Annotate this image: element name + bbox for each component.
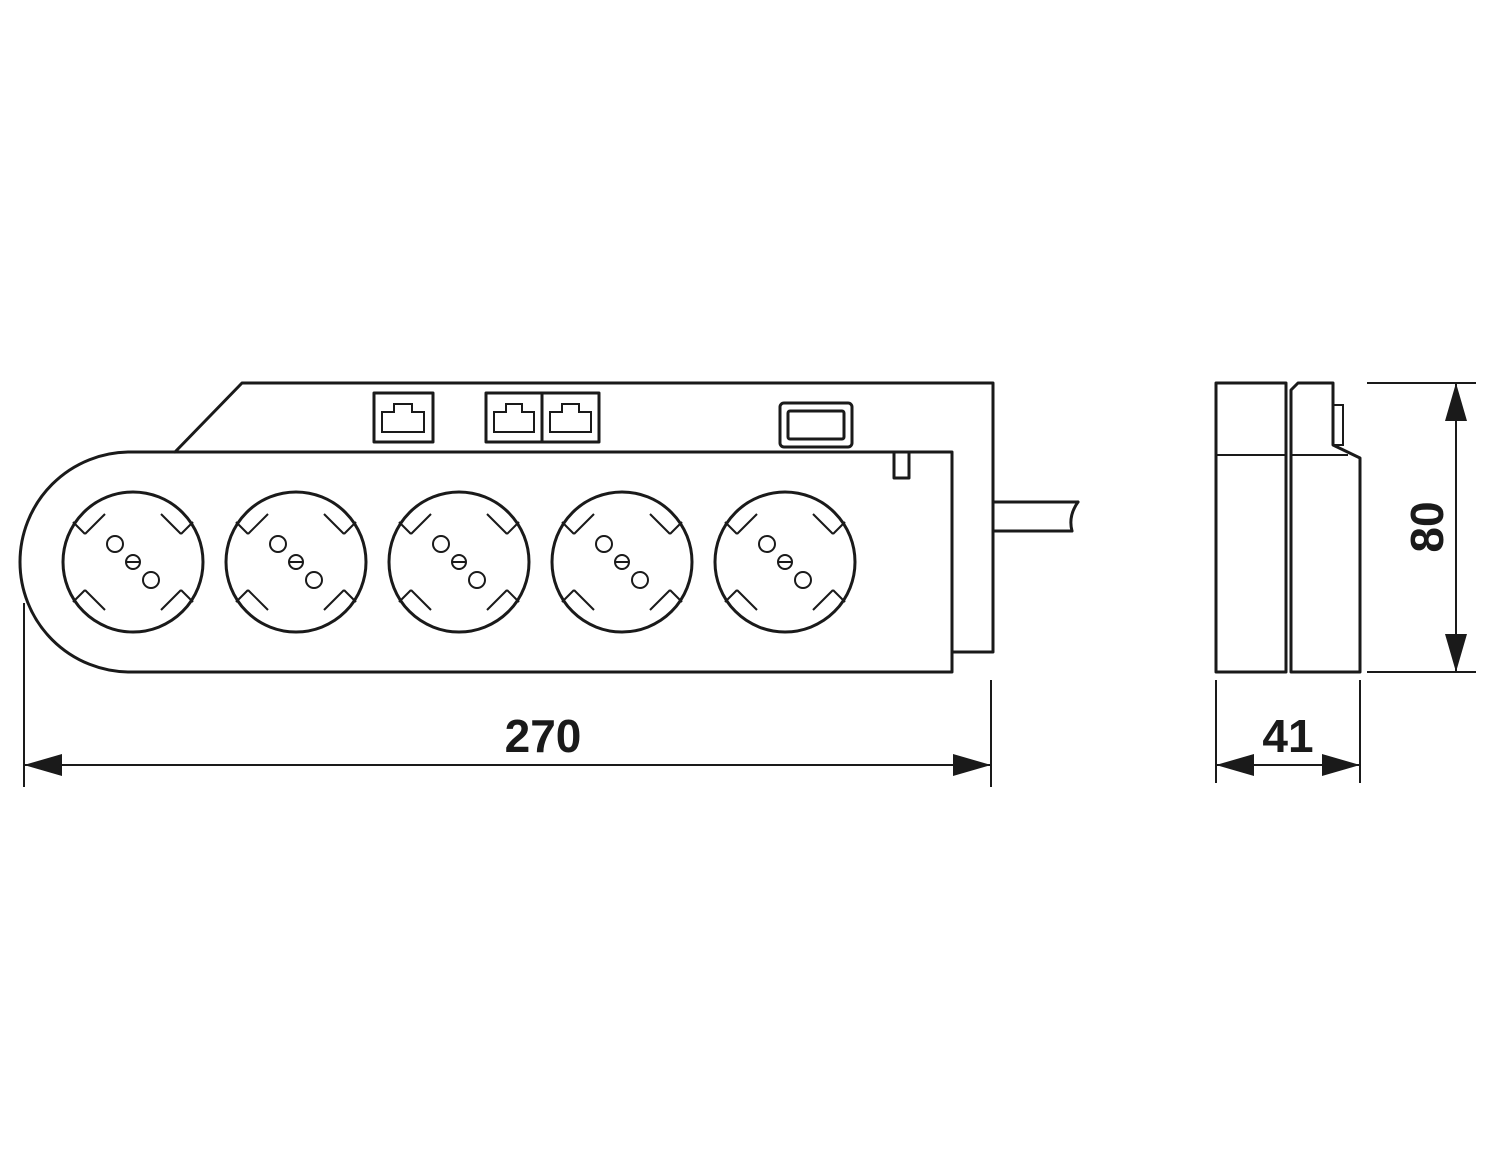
pin-hole-center <box>125 554 141 570</box>
main-body <box>18 450 954 674</box>
power-switch <box>778 401 854 449</box>
socket-row <box>61 490 857 634</box>
pin-hole-right <box>305 571 323 589</box>
side-rear-part <box>1289 381 1362 674</box>
pin-hole-center <box>777 554 793 570</box>
socket-5 <box>713 490 857 634</box>
data-port-3 <box>540 391 601 444</box>
dimension-depth-label: 41 <box>1262 710 1313 762</box>
socket-3 <box>387 490 531 634</box>
indicator-led <box>892 450 911 480</box>
pin-hole-center <box>451 554 467 570</box>
socket-2 <box>224 490 368 634</box>
pin-hole-left <box>758 535 776 553</box>
power-cable <box>991 500 1080 533</box>
dimension-270: 270 <box>23 603 992 787</box>
dimension-height-label: 80 <box>1401 501 1453 552</box>
data-port-2 <box>484 391 544 444</box>
pin-hole-left <box>432 535 450 553</box>
pin-hole-left <box>595 535 613 553</box>
pin-hole-right <box>142 571 160 589</box>
dimension-length-label: 270 <box>505 710 582 762</box>
pin-hole-center <box>288 554 304 570</box>
dimension-41: 41 <box>1215 680 1361 783</box>
pin-hole-left <box>106 535 124 553</box>
pin-hole-left <box>269 535 287 553</box>
upper-housing <box>173 381 995 654</box>
pin-hole-right <box>794 571 812 589</box>
pin-hole-center <box>614 554 630 570</box>
dimension-80: 80 <box>1367 382 1476 673</box>
socket-1 <box>61 490 205 634</box>
pin-hole-right <box>631 571 649 589</box>
data-port-1 <box>372 391 435 444</box>
side-view <box>1214 381 1362 674</box>
pin-hole-right <box>468 571 486 589</box>
front-view <box>18 381 1080 674</box>
socket-4 <box>550 490 694 634</box>
side-switch-edge <box>1332 404 1344 446</box>
side-front-part <box>1214 381 1288 674</box>
